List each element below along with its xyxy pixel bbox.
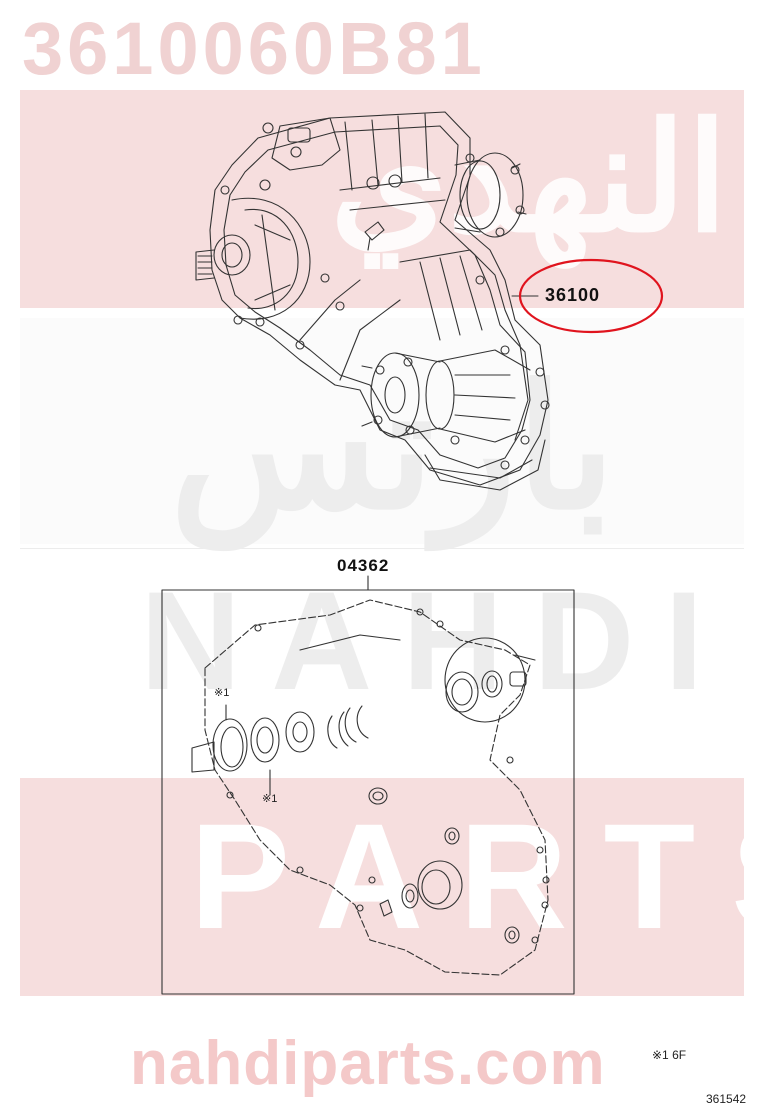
figure-number: 361542: [706, 1092, 747, 1106]
watermark-nahdi: NAHDI: [140, 562, 734, 719]
watermark-band-bottom: [20, 778, 744, 996]
watermark-site: nahdiparts.com: [130, 1029, 606, 1098]
highlight-ellipse: [518, 258, 664, 334]
watermark-arabic-middle: بارتس: [170, 354, 616, 544]
watermark-band-top: [20, 90, 744, 308]
callout-kit-number: 04362: [337, 556, 390, 575]
gasket-kit-box: [161, 575, 575, 995]
watermark-separator: [20, 548, 744, 549]
callout-assembly-number: 36100: [545, 285, 601, 305]
watermark-arabic-top: النهدي: [330, 94, 728, 262]
seal-marker-lower: ※1: [262, 793, 278, 805]
watermark-parts: PARTS: [190, 792, 760, 960]
footnote: ※1 6F: [652, 1048, 687, 1062]
seal-marker-upper: ※1: [214, 687, 230, 699]
part-number-title: 3610060B81: [22, 7, 486, 90]
transfer-case-assembly: [195, 111, 550, 491]
